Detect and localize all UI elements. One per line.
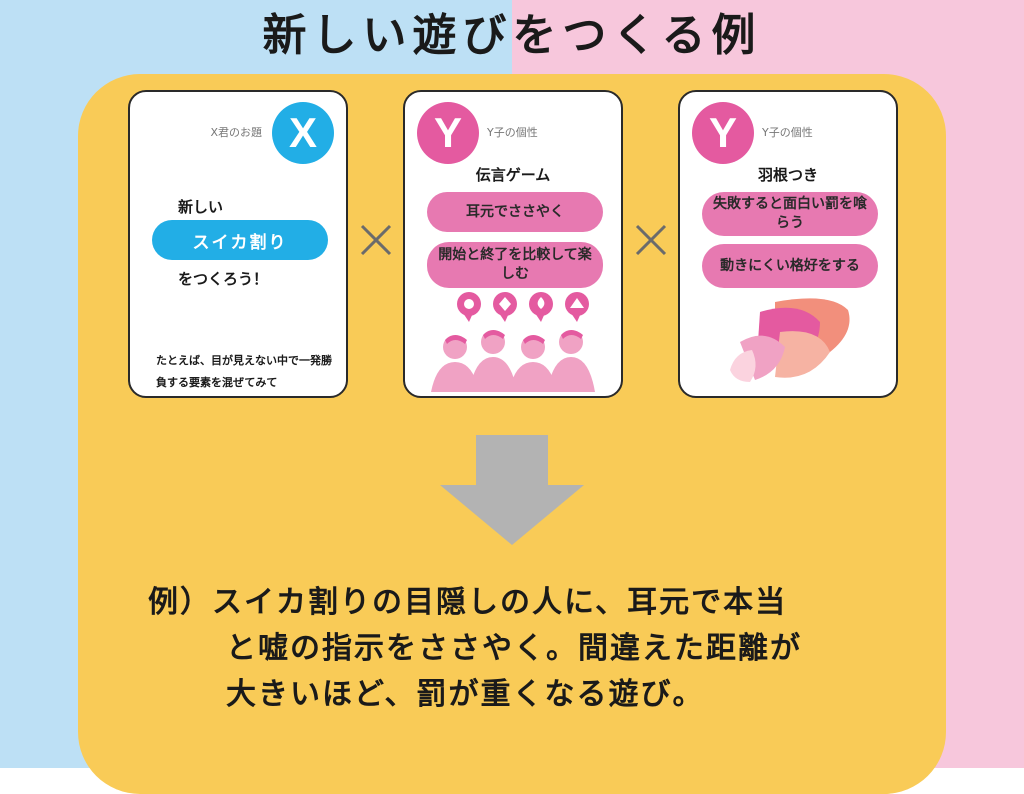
trait-pill-2: 開始と終了を比較して楽しむ (427, 242, 603, 288)
card-category: Y子の個性 (487, 126, 538, 139)
example-line-2: と嘘の指示をささやく。間違えた距離が (226, 631, 802, 666)
card-category: X君のお題 (210, 126, 262, 139)
topic-hint: たとえば、目が見えない中で一発勝負する要素を混ぜてみて (156, 354, 332, 389)
trait-pill-1: 耳元でささやく (427, 192, 603, 232)
y-badge: Y (692, 102, 754, 164)
x-badge: X (272, 102, 334, 164)
card-category: Y子の個性 (762, 126, 813, 139)
example-line-3: 大きいほど、罰が重くなる遊び。 (226, 677, 705, 712)
speech-bubble-icon (565, 292, 589, 322)
speech-bubble-icon (457, 292, 481, 322)
example-description: 例）スイカ割りの目隠しの人に、耳元で本当 と嘘の指示をささやく。間違えた距離が … (148, 580, 908, 718)
card-theme: 羽根つき (757, 166, 818, 184)
speech-bubble-icon (529, 292, 553, 322)
card-y-trait-1: Y Y子の個性 伝言ゲーム 耳元でささやく 開始と終了を比較して楽しむ (403, 90, 623, 398)
card-x-topic: X君のお題 X 新しい スイカ割り をつくろう！ たとえば、目が見えない中で一発… (128, 90, 348, 398)
example-line-1: 例）スイカ割りの目隠しの人に、耳元で本当 (148, 585, 788, 620)
card-y-trait-2: Y Y子の個性 羽根つき 失敗すると面白い罰を喰らう 動きにくい格好をする (678, 90, 898, 398)
multiply-icon (635, 224, 667, 256)
y-badge: Y (417, 102, 479, 164)
page-title: 新しい遊びをつくる例 (262, 10, 762, 61)
multiply-icon (360, 224, 392, 256)
speech-bubble-icon (493, 292, 517, 322)
shuttlecock-illustration (730, 298, 850, 382)
topic-highlight: スイカ割り (152, 220, 328, 260)
card-theme: 伝言ゲーム (475, 166, 551, 184)
arrow-down-icon (440, 435, 584, 545)
topic-line-2: をつくろう！ (178, 270, 269, 288)
topic-line-1: 新しい (178, 198, 224, 216)
trait-pill-1: 失敗すると面白い罰を喰らう (702, 192, 878, 236)
people-whispering-illustration (431, 292, 595, 392)
trait-pill-2: 動きにくい格好をする (702, 244, 878, 288)
